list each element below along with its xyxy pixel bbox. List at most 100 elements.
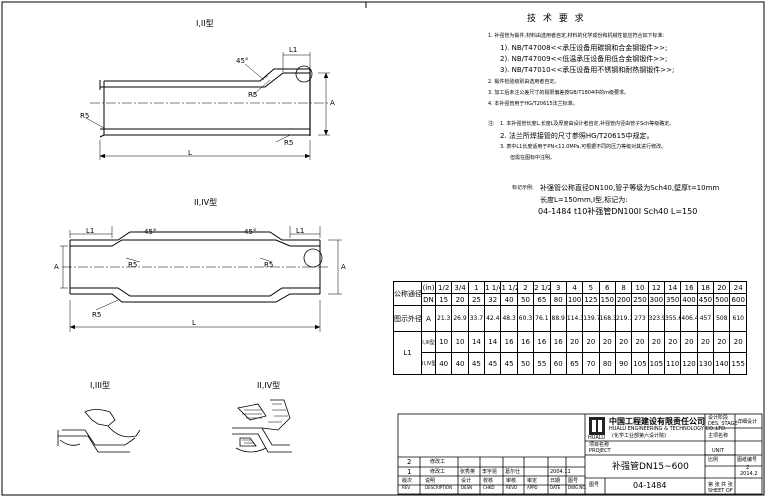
tech-line-1: 1. 补强管为锻件,材料由选用者自定,材料的化学成份和机械性能应符合如下标准:	[488, 33, 665, 39]
cell-l1: 20	[696, 331, 715, 353]
cell-l1: 16	[549, 331, 567, 353]
company-name-en: HUALU ENGINEERING & TECHNOLOGY CO.,LTD.	[609, 426, 727, 432]
cell-a: 508	[713, 305, 731, 332]
stage-label-en: DES. STAGE	[708, 421, 738, 427]
spec-table-body: 公称通径(in)1/23/411 1/41 1/222 1/2345681012…	[393, 281, 747, 375]
cell-inch: 2	[516, 281, 535, 294]
cell-l1: 20	[664, 331, 682, 353]
sheet-label-en: SHEET OF	[708, 488, 733, 494]
tb-header-zh: 审定	[527, 478, 538, 484]
section-view-1	[57, 409, 141, 453]
cell-a: 42.4	[484, 305, 502, 332]
a-label: A	[421, 305, 436, 332]
dim-a-mid-right: A	[341, 263, 346, 271]
cell-dn: 25	[467, 293, 486, 306]
stage-value: 详细设计	[737, 419, 758, 425]
cell-l1: 45	[484, 352, 502, 375]
row-inch: 公称通径(in)1/23/411 1/41 1/222 1/2345681012…	[393, 281, 747, 306]
tb-header-en: DESCRIPTION	[425, 485, 453, 490]
drawing-title: 补强管DN15~600	[612, 462, 689, 472]
example-line-2: 长度L=150mm,I型,标记为:	[540, 196, 628, 204]
cell-a: 139.7	[582, 305, 600, 332]
cell-dn: 350	[664, 293, 682, 306]
tb-header-zh: 说明	[425, 478, 436, 484]
company-sub: (化学工业部第六设计院)	[612, 433, 666, 439]
rev-date: 2004.11	[550, 469, 571, 475]
rev-checked: 张秀英	[460, 469, 476, 475]
scale-label: 比例	[708, 457, 719, 463]
tech-title: 技 术 要 求	[527, 14, 586, 24]
dim-l1-top: L1	[289, 46, 298, 54]
view-title-top: I,II型	[196, 19, 214, 28]
dim-l1-mid-right: L1	[296, 227, 305, 235]
cell-inch: 1/2	[434, 281, 453, 294]
cell-dn: 500	[713, 293, 731, 306]
cell-l1: 50	[516, 352, 535, 375]
cell-a: 114.3	[565, 305, 584, 332]
stage-label: 设计阶段	[708, 415, 729, 421]
cell-inch: 1 1/2	[500, 281, 518, 294]
cell-l1: 45	[500, 352, 518, 375]
tb-header-en: REVD	[506, 485, 518, 490]
cell-l1: 90	[614, 352, 633, 375]
cell-dn: 50	[516, 293, 535, 306]
cell-dn: 450	[696, 293, 715, 306]
cell-inch: 1	[467, 281, 486, 294]
nominal-dia-label: 公称通径	[393, 281, 422, 306]
tech-line-2: 1). NB/T47008<<承压设备用碳钢和合金钢锻件>>;	[500, 44, 668, 52]
notes-title: 注:	[488, 121, 495, 127]
cell-l1: 40	[451, 352, 469, 375]
company-name: 中国工程建设有限责任公司	[609, 417, 705, 426]
dim-a-mid-left: A	[54, 263, 59, 271]
cell-dn: 20	[451, 293, 469, 306]
cell-a: 33.7	[467, 305, 486, 332]
sheet-label: 第 张 共 张	[708, 482, 733, 488]
tb-header-en: REV.	[402, 485, 411, 490]
tech-line-3: 2). NB/T47009<<低温承压设备用低合金钢锻件>>;	[500, 55, 668, 63]
dim-angle-mid-1: 45°	[144, 228, 157, 236]
cell-l1: 16	[516, 331, 535, 353]
cell-inch: 8	[614, 281, 633, 294]
cell-l1: 105	[647, 352, 666, 375]
dim-angle-mid-2: 45°	[244, 228, 257, 236]
cell-inch: 24	[729, 281, 747, 294]
cell-inch: 16	[680, 281, 698, 294]
cell-dn: 150	[598, 293, 616, 306]
tb-header-en: DWG.NO.	[568, 485, 587, 490]
drawing-no-label: 图号	[589, 482, 600, 488]
cell-l1: 20	[582, 331, 600, 353]
rev-row-1-no: 1	[407, 468, 412, 476]
cell-inch: 18	[696, 281, 715, 294]
cell-inch: 10	[631, 281, 649, 294]
dim-r5-mid-1: R5	[128, 261, 138, 269]
cell-a: 168.3	[598, 305, 616, 332]
project-label: 项目名称	[589, 442, 610, 448]
dim-r5-top-1: R5	[248, 91, 258, 99]
rev-row-1-desc: 修改工	[430, 469, 446, 475]
cell-a: 76.1	[533, 305, 551, 332]
cell-a: 48.3	[500, 305, 518, 332]
cell-a: 21.3	[434, 305, 453, 332]
upper-wall	[100, 72, 310, 88]
spec-table: 公称通径(in)1/23/411 1/41 1/222 1/2345681012…	[393, 281, 747, 375]
cell-l1: 55	[533, 352, 551, 375]
cell-a: 323.9	[647, 305, 666, 332]
cell-l1: 14	[467, 331, 486, 353]
cell-l1: 105	[631, 352, 649, 375]
tech-line-4: 3). NB/T47010<<承压设备用不锈钢和耐热钢锻件>>;	[500, 66, 675, 74]
cell-l1: 20	[713, 331, 731, 353]
top-pipe-view	[85, 52, 330, 160]
tech-line-7: 4. 本补强管用于HG/T20615法兰标准。	[488, 101, 578, 107]
detail-circle-2	[303, 248, 323, 268]
cell-inch: 2 1/2	[533, 281, 551, 294]
cell-inch: 4	[565, 281, 584, 294]
outside-dia-label: 图示外径	[393, 305, 422, 332]
cell-dn: 32	[484, 293, 502, 306]
tech-line-5: 2. 锻件检验级别由选用者自定。	[488, 79, 560, 85]
cell-l1: 16	[500, 331, 518, 353]
view-title-bottom-right: II,IV型	[257, 381, 281, 390]
logo-text: HUALU	[588, 435, 606, 441]
tb-header-zh: 版次	[402, 478, 413, 484]
